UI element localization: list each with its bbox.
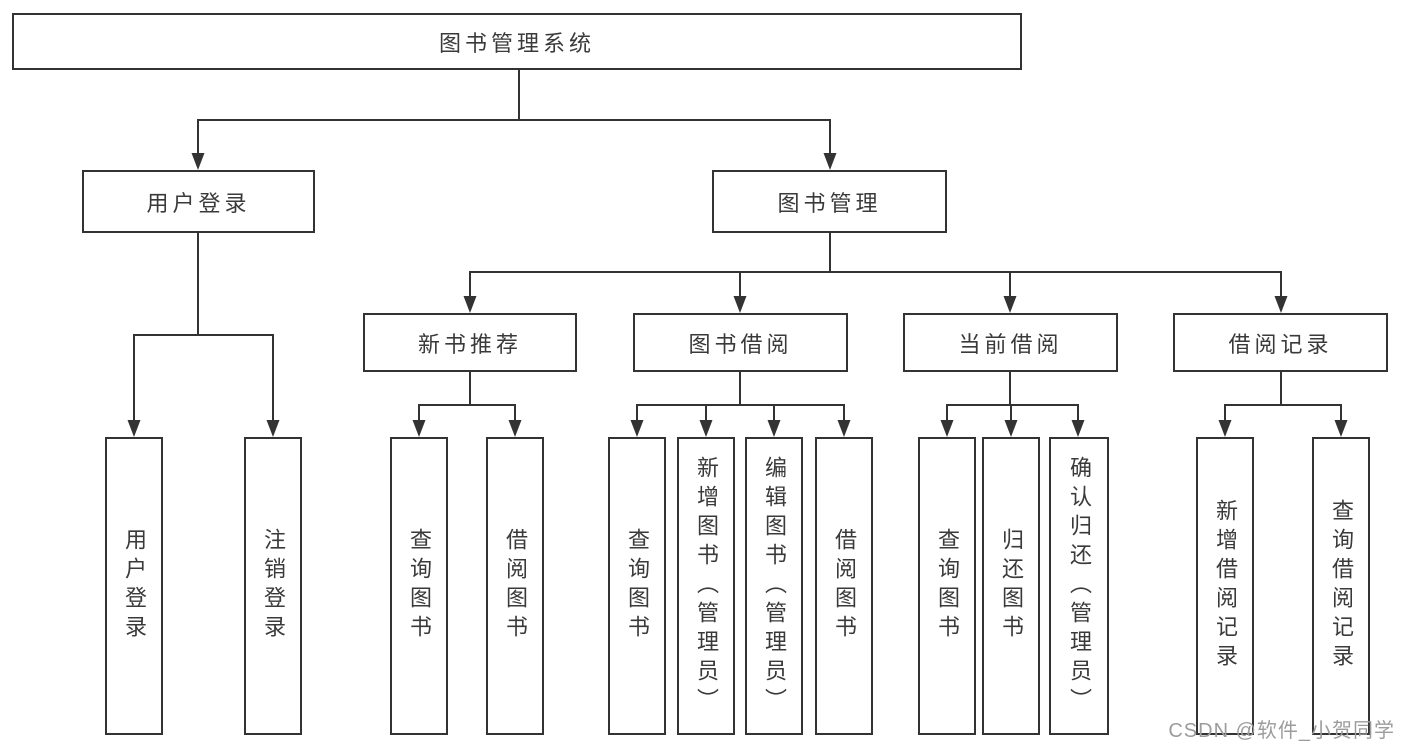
node-label: 新书推荐 bbox=[417, 331, 522, 357]
arrow-down-icon bbox=[412, 420, 426, 437]
node-label: 编辑图书（管理员） bbox=[762, 455, 787, 717]
arrow-down-icon bbox=[266, 420, 280, 437]
arrow-down-icon bbox=[940, 420, 954, 437]
node-system-root: 图书管理系统 bbox=[12, 13, 1022, 70]
arrowhead-icons bbox=[127, 153, 1348, 437]
leaf-return-book: 归还图书 bbox=[982, 437, 1040, 735]
node-label: 新增借阅记录 bbox=[1213, 499, 1238, 673]
node-label: 当前借阅 bbox=[958, 331, 1063, 357]
node-label: 确认归还（管理员） bbox=[1067, 455, 1092, 717]
arrow-down-icon bbox=[463, 296, 477, 313]
node-new-book-recommend: 新书推荐 bbox=[363, 313, 577, 372]
node-label: 查询图书 bbox=[935, 528, 960, 644]
leaf-query-books-current: 查询图书 bbox=[918, 437, 976, 735]
leaf-add-borrow-record: 新增借阅记录 bbox=[1196, 437, 1254, 735]
arrow-down-icon bbox=[508, 420, 522, 437]
arrow-down-icon bbox=[733, 296, 747, 313]
arrow-down-icon bbox=[699, 420, 713, 437]
leaf-borrow-books: 借阅图书 bbox=[815, 437, 873, 735]
node-label: 归还图书 bbox=[999, 528, 1024, 644]
node-label: 查询借阅记录 bbox=[1329, 499, 1354, 673]
node-borrow-records: 借阅记录 bbox=[1173, 313, 1388, 372]
node-book-management: 图书管理 bbox=[712, 170, 947, 233]
node-book-borrow: 图书借阅 bbox=[633, 313, 848, 372]
connector-path bbox=[133, 70, 1342, 423]
arrow-down-icon bbox=[837, 420, 851, 437]
leaf-add-book-admin: 新增图书（管理员） bbox=[677, 437, 735, 735]
csdn-watermark: CSDN @软件_小贺同学 bbox=[1168, 720, 1395, 742]
node-label: 用户登录 bbox=[146, 190, 251, 216]
arrow-down-icon bbox=[191, 153, 205, 170]
node-user-login: 用户登录 bbox=[82, 170, 315, 233]
leaf-query-borrow-record: 查询借阅记录 bbox=[1312, 437, 1370, 735]
leaf-query-books-borrow: 查询图书 bbox=[608, 437, 666, 735]
node-label: 借阅记录 bbox=[1228, 331, 1333, 357]
arrow-down-icon bbox=[630, 420, 644, 437]
leaf-edit-book-admin: 编辑图书（管理员） bbox=[745, 437, 803, 735]
node-label: 查询图书 bbox=[407, 528, 432, 644]
arrow-down-icon bbox=[1003, 296, 1017, 313]
leaf-confirm-return-admin: 确认归还（管理员） bbox=[1049, 437, 1109, 735]
node-label: 查询图书 bbox=[625, 528, 650, 644]
arrow-down-icon bbox=[1218, 420, 1232, 437]
node-current-borrow: 当前借阅 bbox=[903, 313, 1118, 372]
arrow-down-icon bbox=[127, 420, 141, 437]
arrow-down-icon bbox=[1274, 296, 1288, 313]
arrow-down-icon bbox=[1004, 420, 1018, 437]
leaf-user-login: 用户登录 bbox=[105, 437, 163, 735]
node-label: 注销登录 bbox=[261, 528, 286, 644]
leaf-logout-login: 注销登录 bbox=[244, 437, 302, 735]
node-label: 新增图书（管理员） bbox=[694, 455, 719, 717]
arrow-down-icon bbox=[823, 153, 837, 170]
arrow-down-icon bbox=[1334, 420, 1348, 437]
node-label: 图书管理系统 bbox=[438, 30, 595, 56]
arrow-down-icon bbox=[1071, 420, 1085, 437]
node-label: 图书借阅 bbox=[688, 331, 793, 357]
node-label: 用户登录 bbox=[122, 528, 147, 644]
node-label: 图书管理 bbox=[777, 190, 882, 216]
leaf-borrow-books-recommend: 借阅图书 bbox=[486, 437, 544, 735]
node-label: 借阅图书 bbox=[503, 528, 528, 644]
leaf-query-books-recommend: 查询图书 bbox=[390, 437, 448, 735]
node-label: 借阅图书 bbox=[832, 528, 857, 644]
arrow-down-icon bbox=[767, 420, 781, 437]
